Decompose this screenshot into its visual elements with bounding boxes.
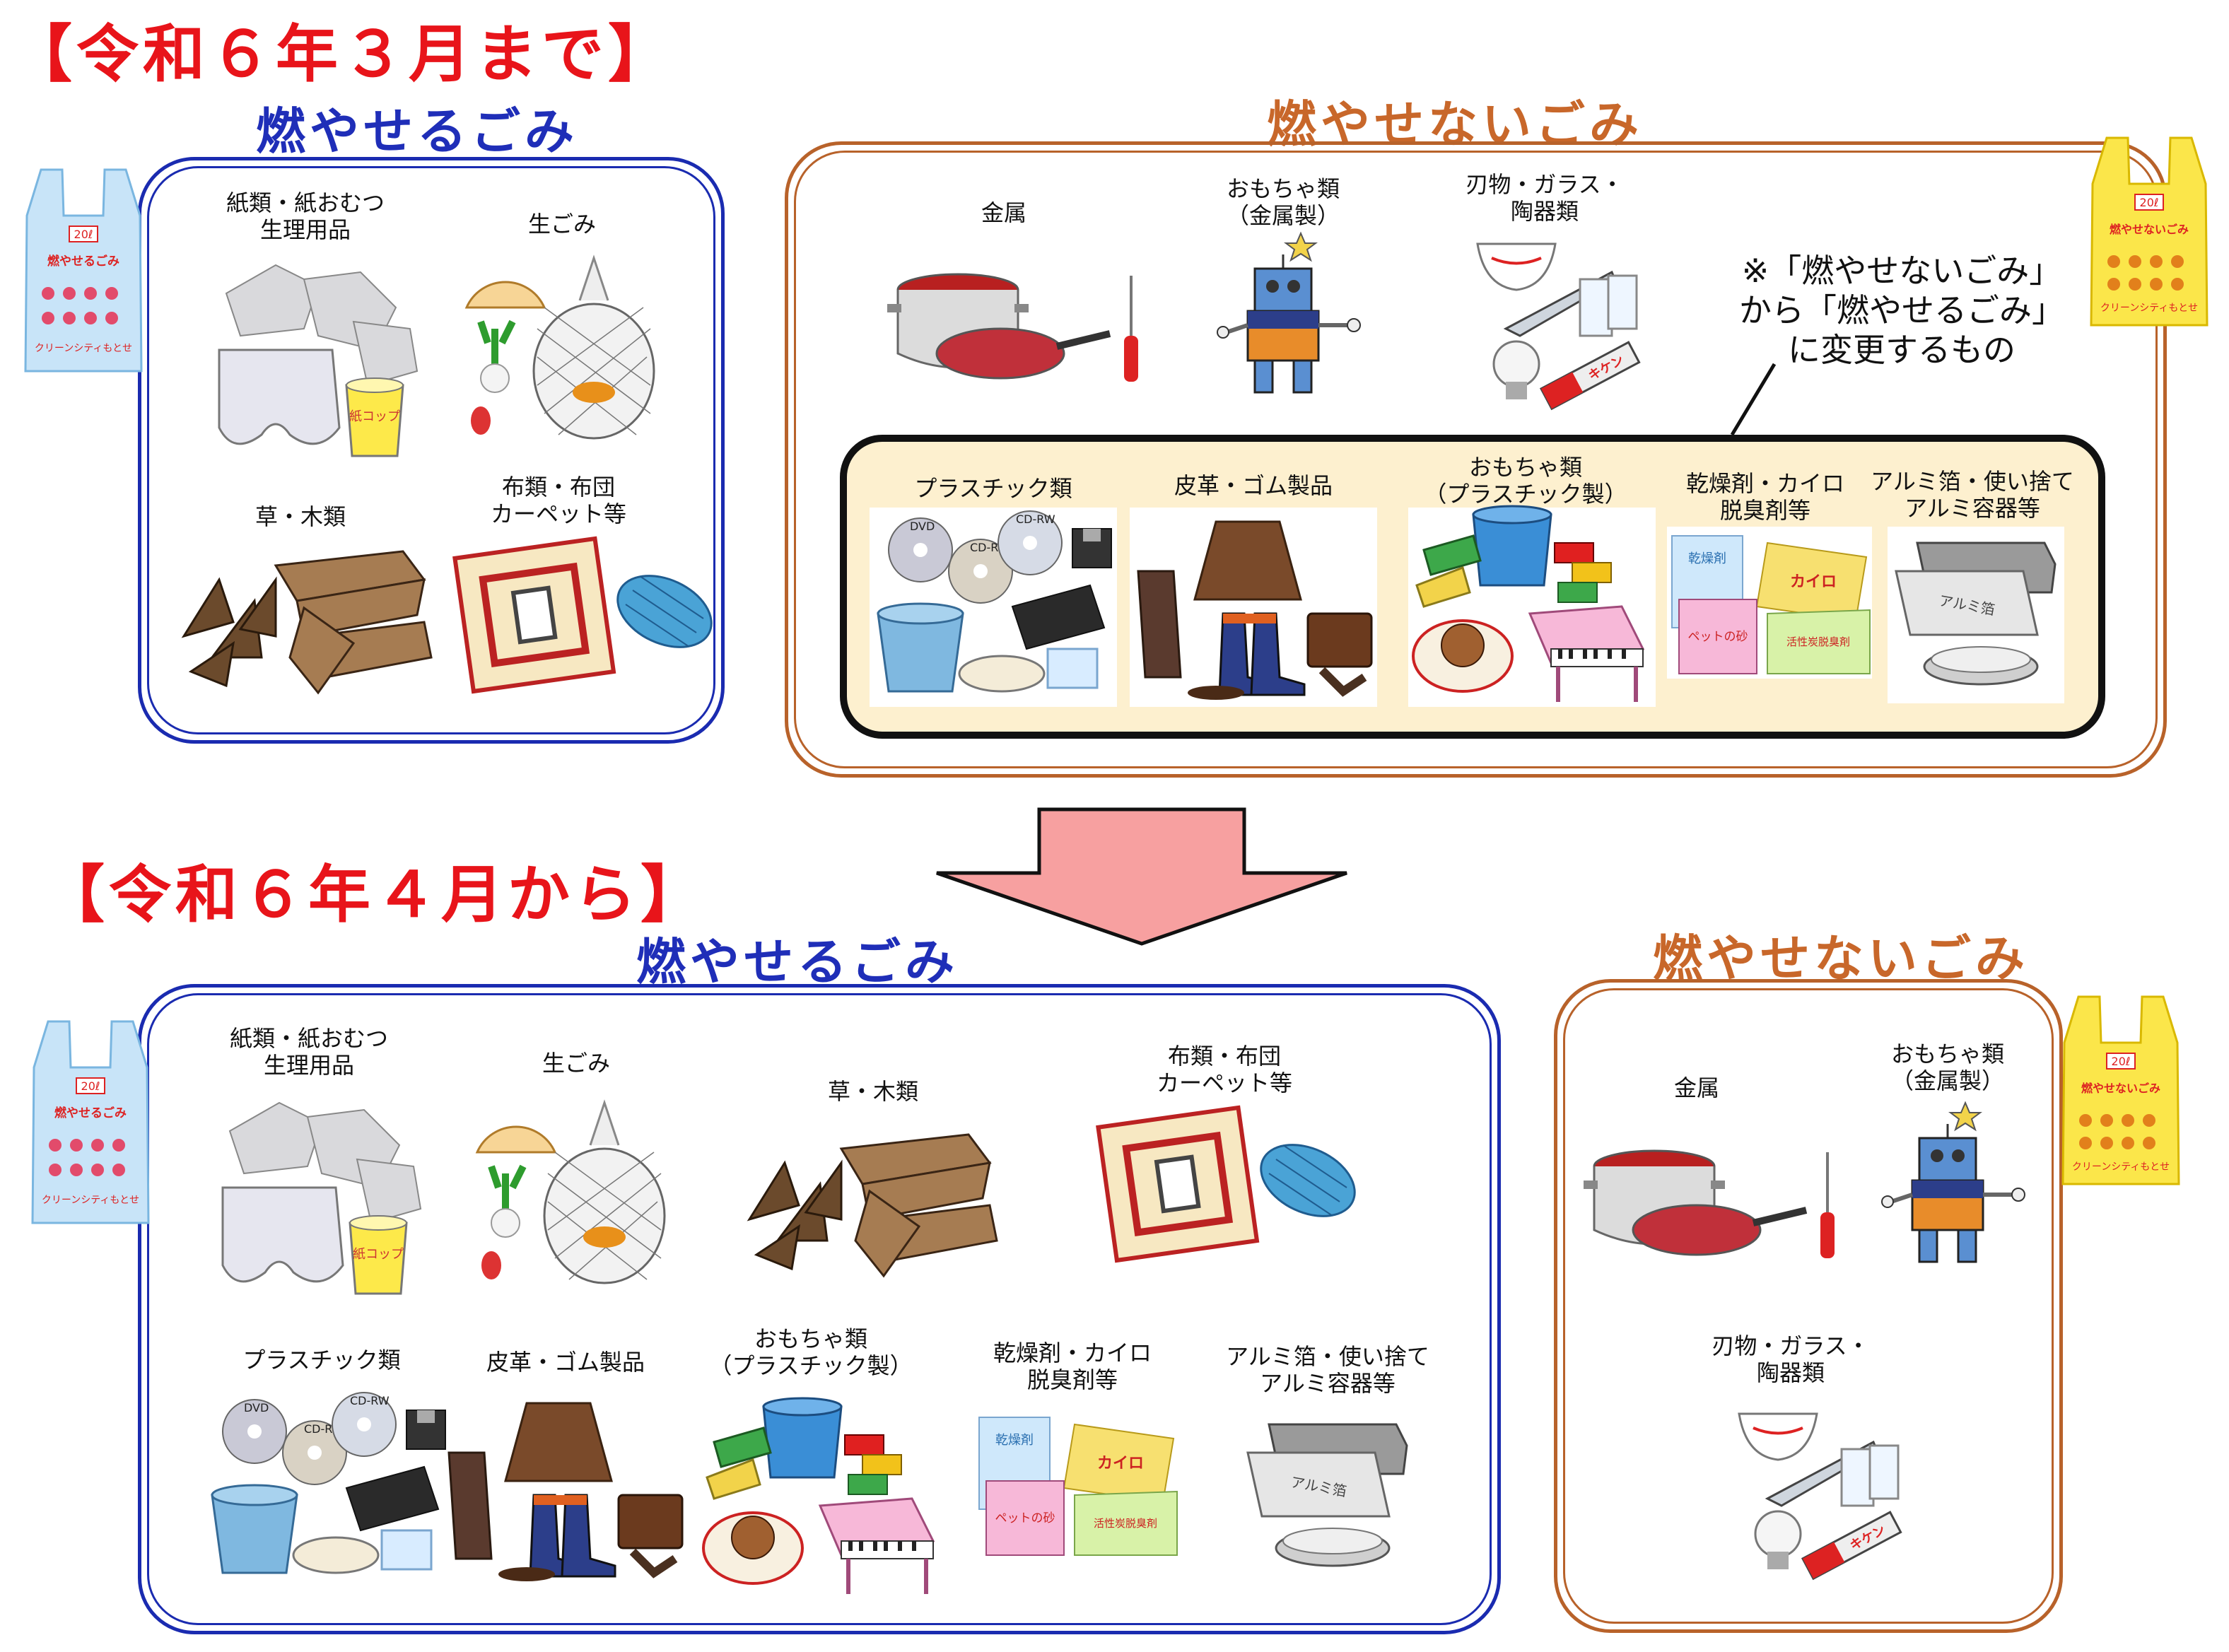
- bag-maker-label: クリーンシティもとせ: [35, 343, 132, 354]
- item-label: おもちゃ類 （プラスチック製）: [1424, 454, 1627, 508]
- before-burnable-title: 燃やせるごみ: [256, 102, 578, 160]
- nonburnable-bag-icon: 20ℓ 燃やせないごみ クリーンシティもとせ: [2090, 136, 2208, 327]
- bag-type-label: 燃やせるごみ: [47, 254, 119, 269]
- bag-type-label: 燃やせないごみ: [2110, 223, 2189, 236]
- bag-volume-label: 20ℓ: [81, 1079, 100, 1093]
- item-label: アルミ箔・使い捨て アルミ容器等: [1226, 1343, 1429, 1397]
- down-arrow-icon: [936, 807, 1347, 946]
- aluminum-foil-icon: アルミ箔: [1246, 1423, 1408, 1567]
- item-label: おもちゃ類 （金属製）: [1226, 175, 1340, 229]
- bag-type-label: 燃やせるごみ: [54, 1106, 127, 1120]
- desiccant-icon: 乾燥剤 カイロ ペットの砂 活性炭脱臭剤: [978, 1417, 1178, 1556]
- pet-sand-label: ペットの砂: [1688, 630, 1748, 644]
- metal-toy-robot-icon: [1217, 231, 1361, 394]
- cdrw-label: CD-RW: [1016, 512, 1055, 526]
- bag-volume-label: 20ℓ: [74, 228, 93, 241]
- metal-pot-icon: [887, 273, 1138, 382]
- item-label: 金属: [981, 199, 1027, 226]
- kairo-label: カイロ: [1790, 573, 1837, 591]
- metal-pot-icon: [1584, 1149, 1835, 1258]
- bag-volume-label: 20ℓ: [2140, 196, 2159, 209]
- grass-wood-icon: [747, 1133, 998, 1278]
- drying-agent-label: 乾燥剤: [995, 1433, 1034, 1448]
- item-label: 皮革・ゴム製品: [486, 1349, 645, 1376]
- grass-wood-icon: [181, 550, 433, 695]
- bag-maker-label: クリーンシティもとせ: [2072, 1161, 2170, 1173]
- item-label: 草・木類: [827, 1078, 919, 1105]
- burnable-bag-icon: 20ℓ 燃やせるごみ クリーンシティもとせ: [31, 1020, 150, 1224]
- item-label: 生ごみ: [527, 211, 597, 238]
- item-label: おもちゃ類 （金属製）: [1890, 1041, 2005, 1094]
- cdr-label: CD-R: [970, 541, 998, 554]
- kairo-label: カイロ: [1097, 1455, 1144, 1472]
- item-label: 生ごみ: [542, 1050, 611, 1077]
- item-label: 紙類・紙おむつ 生理用品: [229, 1025, 389, 1079]
- item-label: 布類・布団 カーペット等: [1156, 1043, 1293, 1096]
- after-burnable-panel: [138, 984, 1501, 1634]
- knife-glass-ceramic-icon: キケン: [1476, 242, 1641, 411]
- dvd-label: DVD: [244, 1401, 269, 1414]
- item-label: 草・木類: [255, 503, 346, 530]
- plastic-items-icon: DVD CD-R CD-RW: [211, 1392, 446, 1574]
- bag-maker-label: クリーンシティもとせ: [42, 1195, 139, 1206]
- bag-maker-label: クリーンシティもとせ: [2100, 303, 2198, 314]
- burnable-bag-icon: 20ℓ 燃やせるごみ クリーンシティもとせ: [24, 168, 143, 373]
- before-nonburnable-panel: [785, 141, 2167, 778]
- item-label: 刃物・ガラス・ 陶器類: [1465, 171, 1624, 225]
- bag-volume-label: 20ℓ: [2112, 1055, 2131, 1068]
- plastic-items-icon: DVD CD-R CD-RW: [877, 510, 1112, 693]
- after-nonburnable-panel: [1554, 979, 2063, 1633]
- item-label: 乾燥剤・カイロ 脱臭剤等: [1685, 470, 1845, 524]
- paper-diaper-icon: 紙コップ: [221, 1101, 422, 1295]
- before-burnable-panel: [138, 157, 725, 744]
- desiccant-icon: 乾燥剤 カイロ ペットの砂 活性炭脱臭剤: [1671, 535, 1871, 674]
- knife-glass-ceramic-icon: キケン: [1738, 1412, 1902, 1581]
- plastic-toy-icon: [702, 1397, 935, 1594]
- metal-toy-robot-icon: [1881, 1101, 2025, 1263]
- note-pointer-line: [1730, 363, 1777, 436]
- item-label: 乾燥剤・カイロ 脱臭剤等: [993, 1340, 1152, 1393]
- item-label: 皮革・ゴム製品: [1174, 472, 1333, 499]
- pet-sand-label: ペットの砂: [995, 1511, 1055, 1525]
- charcoal-deodorant-label: 活性炭脱臭剤: [1786, 635, 1850, 648]
- aluminum-foil-icon: アルミ箔: [1895, 541, 2057, 686]
- leather-rubber-icon: [447, 1402, 684, 1581]
- dvd-label: DVD: [910, 520, 935, 533]
- charcoal-deodorant-label: 活性炭脱臭剤: [1094, 1517, 1157, 1530]
- food-waste-icon: [475, 1099, 666, 1284]
- plastic-toy-icon: [1412, 505, 1645, 702]
- nonburnable-bag-icon: 20ℓ 燃やせないごみ クリーンシティもとせ: [2061, 995, 2180, 1185]
- after-heading: 【令和６年４月から】: [42, 858, 708, 931]
- cloth-carpet-icon: [452, 536, 713, 694]
- item-label: 紙類・紙おむつ 生理用品: [226, 189, 385, 243]
- paper-cup-label: 紙コップ: [349, 409, 400, 424]
- item-label: プラスチック類: [242, 1347, 401, 1373]
- paper-cup-label: 紙コップ: [353, 1247, 404, 1262]
- cdrw-label: CD-RW: [350, 1394, 390, 1407]
- bag-type-label: 燃やせないごみ: [2081, 1082, 2160, 1095]
- cloth-carpet-icon: [1096, 1105, 1356, 1263]
- item-label: プラスチック類: [914, 475, 1072, 502]
- change-note: ※「燃やせないごみ」 から「燃やせるごみ」 に変更するもの: [1739, 252, 2064, 369]
- after-burnable-title: 燃やせるごみ: [636, 933, 959, 991]
- item-label: 金属: [1673, 1074, 1720, 1101]
- item-label: アルミ箔・使い捨て アルミ容器等: [1871, 468, 2074, 522]
- cdr-label: CD-R: [304, 1422, 332, 1436]
- food-waste-icon: [464, 254, 655, 440]
- item-label: 布類・布団 カーペット等: [490, 474, 627, 527]
- before-heading: 【令和６年３月まで】: [10, 18, 675, 90]
- paper-diaper-icon: 紙コップ: [218, 264, 419, 457]
- after-nonburnable-title: 燃やせないごみ: [1653, 930, 2029, 988]
- item-label: おもちゃ類 （プラスチック製）: [709, 1325, 913, 1379]
- drying-agent-label: 乾燥剤: [1688, 551, 1726, 566]
- item-label: 刃物・ガラス・ 陶器類: [1712, 1332, 1870, 1386]
- leather-rubber-icon: [1137, 520, 1373, 700]
